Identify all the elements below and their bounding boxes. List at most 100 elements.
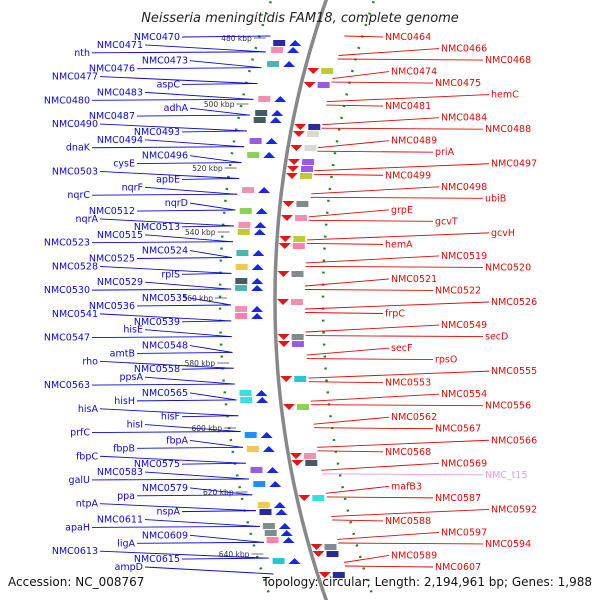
gene-label-forward[interactable]: NMC0471: [97, 40, 143, 51]
gene-label-forward[interactable]: fbpB: [113, 443, 135, 454]
gene-label-forward[interactable]: NMC0490: [52, 119, 98, 130]
gene-label-reverse[interactable]: rpsO: [435, 355, 457, 366]
gene-label-forward[interactable]: hisE: [123, 325, 143, 336]
gene-label-forward[interactable]: NMC0476: [89, 64, 135, 75]
gene-label-reverse[interactable]: NMC0499: [385, 170, 431, 181]
gene-label-reverse[interactable]: frpC: [385, 309, 405, 320]
gene-label-forward[interactable]: dnaK: [66, 143, 91, 154]
gene-label-reverse[interactable]: NMC0498: [441, 182, 487, 193]
gene-label-reverse[interactable]: NMC0554: [441, 389, 487, 400]
gene-label-reverse[interactable]: NMC0484: [441, 113, 487, 124]
gene-label-reverse[interactable]: NMC0587: [435, 493, 481, 504]
gene-label-forward[interactable]: NMC0565: [142, 388, 188, 399]
gene-label-forward[interactable]: NMC0536: [89, 301, 135, 312]
gene-label-forward[interactable]: NMC0483: [97, 87, 143, 98]
gene-label-reverse[interactable]: NMC0468: [485, 55, 531, 66]
gene-label-reverse[interactable]: NMC0489: [391, 136, 437, 147]
gene-label-forward[interactable]: nqrA: [76, 214, 99, 225]
gene-label-forward[interactable]: NMC0613: [52, 546, 98, 557]
gene-label-forward[interactable]: NMC0493: [134, 127, 180, 138]
gene-label-forward[interactable]: aspC: [157, 79, 181, 90]
gene-label-reverse[interactable]: NMC0466: [441, 44, 487, 55]
gene-label-reverse[interactable]: NMC0553: [385, 378, 431, 389]
gene-label-reverse[interactable]: NMC0567: [435, 424, 481, 435]
gene-label-forward[interactable]: fbpC: [76, 451, 98, 462]
gene-label-reverse[interactable]: NMC0566: [491, 435, 537, 446]
gene-label-forward[interactable]: hisH: [114, 396, 135, 407]
gene-label-forward[interactable]: NMC0524: [142, 246, 188, 257]
gene-label-forward[interactable]: NMC0530: [44, 285, 90, 296]
gene-label-reverse[interactable]: NMC0522: [435, 285, 481, 296]
gene-label-forward[interactable]: NMC0615: [134, 554, 180, 565]
gene-label-forward[interactable]: nqrF: [122, 182, 143, 193]
gene-label-forward[interactable]: ampD: [115, 562, 143, 573]
gene-label-forward[interactable]: NMC0503: [52, 166, 98, 177]
gene-label-reverse[interactable]: NMC0592: [491, 504, 537, 515]
gene-label-forward[interactable]: adhA: [164, 103, 189, 114]
gene-label-reverse[interactable]: NMC0519: [441, 251, 487, 262]
gene-label-forward[interactable]: NMC0470: [134, 32, 180, 43]
gene-label-forward[interactable]: nth: [74, 48, 90, 59]
gene-label-forward[interactable]: NMC0539: [134, 317, 180, 328]
gene-label-forward[interactable]: NMC0579: [142, 483, 188, 494]
gene-label-forward[interactable]: NMC0575: [134, 459, 180, 470]
gene-label-forward[interactable]: NMC0525: [89, 253, 135, 264]
gene-label-forward[interactable]: NMC0548: [142, 341, 188, 352]
gene-label-reverse[interactable]: NMC0481: [385, 101, 431, 112]
gene-label-reverse[interactable]: hemC: [491, 90, 519, 101]
gene-label-forward[interactable]: prfC: [70, 428, 90, 439]
gene-label-reverse[interactable]: NMC0555: [491, 366, 537, 377]
gene-label-reverse[interactable]: NMC0556: [485, 401, 531, 412]
gene-label-forward[interactable]: NMC0583: [97, 467, 143, 478]
gene-label-reverse[interactable]: NMC0607: [435, 562, 481, 573]
gene-label-reverse[interactable]: NMC0475: [435, 78, 481, 89]
gene-label-forward[interactable]: NMC0513: [134, 222, 180, 233]
gene-label-reverse[interactable]: secF: [391, 343, 412, 354]
gene-label-forward[interactable]: NMC0473: [142, 56, 188, 67]
gene-label-forward[interactable]: NMC0547: [44, 333, 90, 344]
gene-label-reverse[interactable]: grpE: [391, 205, 413, 216]
gene-label-forward[interactable]: NMC0611: [97, 515, 143, 526]
gene-label-forward[interactable]: NMC0512: [89, 206, 135, 217]
gene-label-reverse[interactable]: gcvT: [435, 216, 458, 227]
gene-label-forward[interactable]: NMC0480: [44, 95, 90, 106]
gene-label-reverse[interactable]: NMC0488: [485, 124, 531, 135]
gene-label-reverse[interactable]: mafB3: [391, 481, 422, 492]
gene-label-reverse[interactable]: NMC0497: [491, 159, 537, 170]
gene-label-reverse[interactable]: NMC0474: [391, 67, 437, 78]
gene-label-forward[interactable]: NMC0541: [52, 309, 98, 320]
gene-label-forward[interactable]: hisA: [78, 404, 99, 415]
gene-label-forward[interactable]: ppa: [117, 491, 135, 502]
gene-label-forward[interactable]: ppsA: [119, 372, 143, 383]
gene-label-forward[interactable]: NMC0515: [97, 230, 143, 241]
gene-label-forward[interactable]: rho: [82, 356, 98, 367]
gene-label-forward[interactable]: nqrC: [67, 190, 90, 201]
gene-label-forward[interactable]: NMC0487: [89, 111, 135, 122]
gene-label-forward[interactable]: NMC0558: [134, 364, 180, 375]
gene-label-forward[interactable]: amtB: [110, 348, 135, 359]
gene-label-reverse[interactable]: ubiB: [485, 193, 506, 204]
gene-label-reverse[interactable]: NMC0562: [391, 412, 437, 423]
gene-label-forward[interactable]: NMC0609: [142, 530, 188, 541]
gene-label-reverse[interactable]: NMC0549: [441, 320, 487, 331]
gene-label-reverse[interactable]: NMC0597: [441, 527, 487, 538]
gene-label-forward[interactable]: NMC0523: [44, 238, 90, 249]
gene-label-forward[interactable]: NMC0528: [52, 261, 98, 272]
gene-label-reverse[interactable]: NMC0569: [441, 458, 487, 469]
gene-label-forward[interactable]: apbE: [156, 174, 180, 185]
gene-label-forward[interactable]: cysE: [113, 159, 135, 170]
gene-label-forward[interactable]: NMC0496: [142, 151, 188, 162]
gene-label-forward[interactable]: hisI: [127, 420, 143, 431]
gene-label-reverse[interactable]: NMC0589: [391, 550, 437, 561]
gene-label-forward[interactable]: NMC0477: [52, 72, 98, 83]
gene-label-forward[interactable]: nspA: [157, 507, 181, 518]
gene-label-forward[interactable]: ligA: [117, 538, 135, 549]
gene-label-forward[interactable]: NMC0535: [142, 293, 188, 304]
gene-label-forward[interactable]: rplS: [161, 269, 180, 280]
gene-label-reverse[interactable]: NMC0568: [385, 447, 431, 458]
gene-label-reverse[interactable]: hemA: [385, 239, 413, 250]
gene-label-reverse[interactable]: NMC0526: [491, 297, 537, 308]
gene-label-forward[interactable]: ntpA: [76, 499, 99, 510]
gene-label-forward[interactable]: nqrD: [165, 198, 188, 209]
gene-label-reverse[interactable]: NMC0521: [391, 274, 437, 285]
